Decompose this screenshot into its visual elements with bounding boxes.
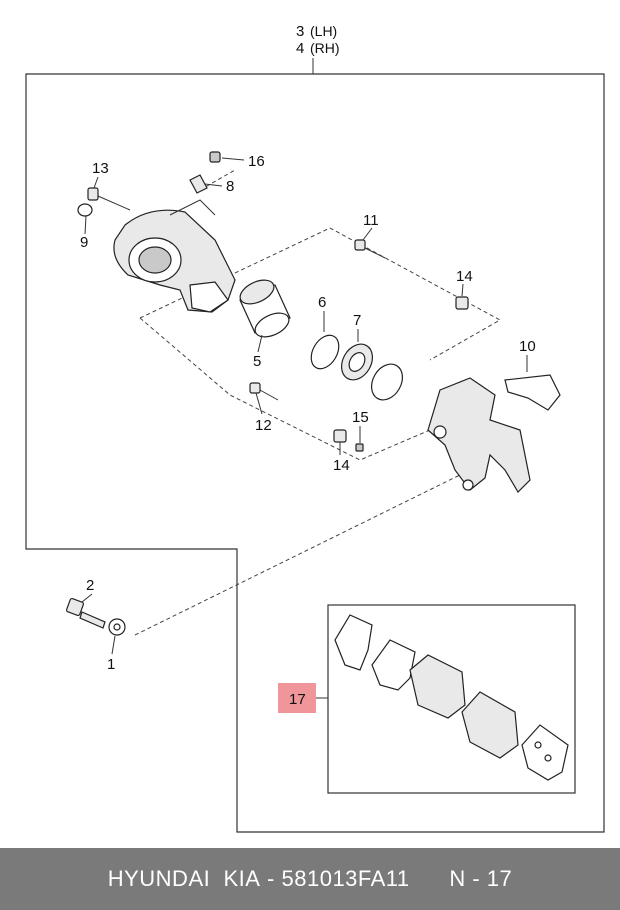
leader-2 — [81, 593, 93, 603]
parts-diagram: 3 (LH) 4 (RH) — [25, 23, 605, 833]
callout-9: 9 — [80, 234, 88, 251]
guide-rod-bolt-12 — [249, 382, 279, 401]
callout-14-top: 14 — [456, 268, 473, 285]
callout-10: 10 — [519, 338, 536, 355]
callout-14-bottom: 14 — [333, 457, 350, 474]
callout-4: 4 — [296, 40, 304, 57]
assembly-frame — [25, 73, 605, 833]
pad-kit-frame — [327, 604, 576, 794]
callout-17-highlight — [278, 683, 316, 713]
bleeder-screw — [189, 174, 208, 194]
bleeder-cap — [209, 151, 221, 163]
callout-4-side: (RH) — [310, 40, 340, 56]
dashed-envelope-top — [139, 227, 502, 361]
callout-7: 7 — [353, 312, 361, 329]
callout-17: 17 — [289, 691, 306, 708]
leader-12 — [255, 392, 263, 415]
washer-9 — [77, 203, 93, 217]
callout-2: 2 — [86, 577, 94, 594]
leader-9 — [84, 215, 87, 235]
footer-bar: HYUNDAI KIA - 581013FA11 N - 17 — [0, 848, 620, 910]
callout-3: 3 — [296, 23, 304, 40]
guide-rod-bolt-11 — [354, 239, 386, 259]
leader-8 — [204, 183, 223, 187]
footer-brand: HYUNDAI — [107, 866, 211, 891]
callout-8: 8 — [226, 178, 234, 195]
caliper-housing — [113, 199, 236, 313]
boot-ring — [370, 363, 404, 401]
leader-11 — [362, 227, 373, 241]
callout-15: 15 — [352, 409, 369, 426]
callout-12: 12 — [255, 417, 272, 434]
guide-bolt-13 — [87, 187, 131, 211]
brake-pad-2 — [461, 691, 519, 759]
leader-14-top — [461, 283, 464, 297]
callout-6: 6 — [318, 294, 326, 311]
footer-make: KIA — [223, 866, 261, 891]
caliper-carrier — [427, 377, 531, 493]
pad-shim-2 — [371, 639, 416, 691]
leader-1 — [111, 635, 116, 655]
pad-clip — [504, 374, 561, 411]
bushing-14-top — [455, 296, 469, 310]
pad-shim-3 — [521, 724, 569, 781]
leader-13 — [93, 176, 99, 189]
footer-ref: N - 17 — [449, 866, 513, 891]
dashed-bolt-line — [134, 469, 471, 636]
dashed-envelope-bottom — [139, 317, 431, 461]
leader-16 — [221, 157, 245, 161]
leader-5 — [257, 334, 263, 353]
callout-5: 5 — [253, 353, 261, 370]
callout-1: 1 — [107, 656, 115, 673]
bushing-14-bottom — [333, 429, 347, 443]
callout-3-side: (LH) — [310, 23, 337, 39]
footer-part-number: 581013FA11 — [281, 866, 410, 891]
piston-seal — [310, 334, 340, 370]
callout-16: 16 — [248, 153, 265, 170]
pad-shim-1 — [334, 614, 373, 671]
callout-13: 13 — [92, 160, 109, 177]
piston-boot — [340, 343, 374, 381]
mounting-bolt-2 — [65, 597, 106, 629]
brake-pad-1 — [409, 654, 466, 719]
pin-15 — [355, 443, 364, 452]
washer-1 — [108, 618, 126, 636]
callout-11: 11 — [363, 212, 379, 229]
piston — [239, 279, 291, 338]
